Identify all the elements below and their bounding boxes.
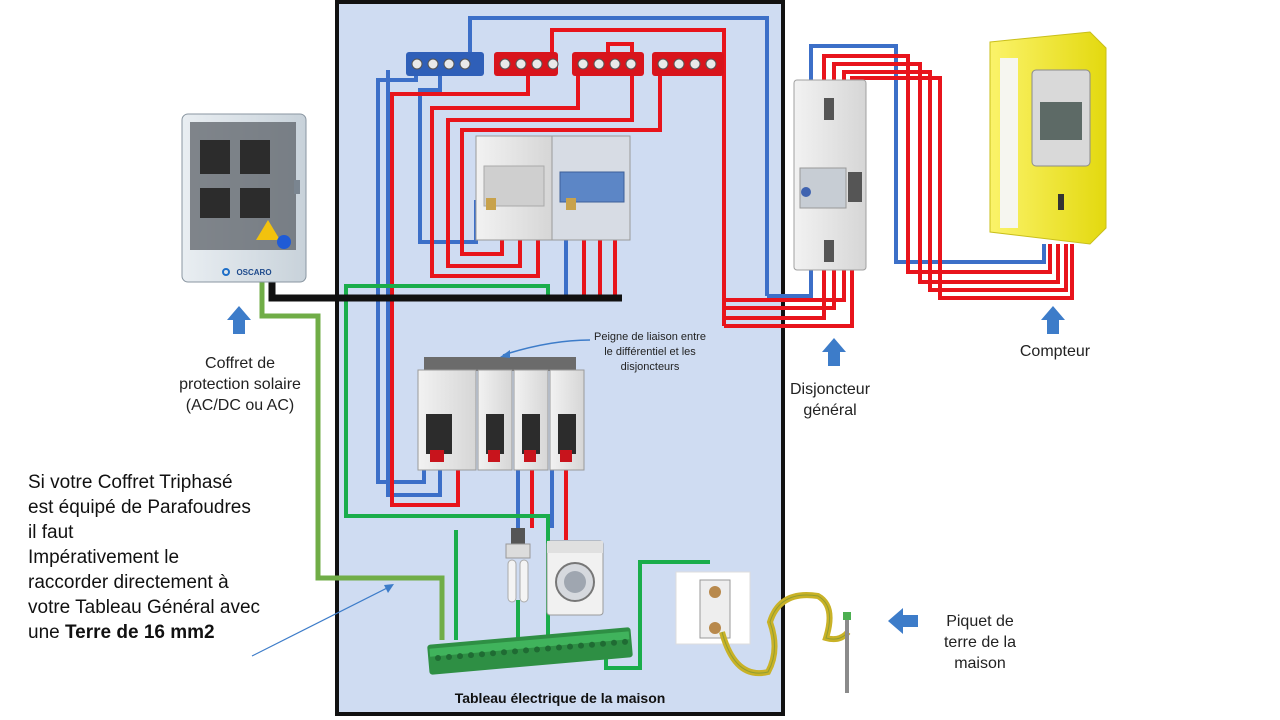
earth-bar-screw <box>479 651 485 658</box>
earth-bar-screw <box>457 653 463 660</box>
earth-terminal <box>675 571 751 645</box>
peigne-pointer <box>502 339 591 356</box>
peigne-label: Peigne de liaison entre le différentiel … <box>594 331 706 373</box>
terminal-screw <box>547 58 559 70</box>
earth-warning-note: Si votre Coffret Triphasé est équipé de … <box>28 472 261 644</box>
earth-bar-screw <box>611 639 617 646</box>
terminal-screw <box>531 58 543 70</box>
earth-bar-screw <box>490 650 496 657</box>
earth-bar-screw <box>435 655 441 661</box>
earth-bar-screw <box>512 648 518 655</box>
coffret-label: Coffret de protection solaire (AC/DC ou … <box>179 355 301 414</box>
earth-bar-screw <box>556 644 562 651</box>
earth-bar-screw <box>589 641 595 648</box>
black-bus-bar <box>268 282 622 302</box>
solar-box-icon: OSCARO <box>181 113 307 283</box>
terminal-screws <box>411 58 717 70</box>
earth-section-bold: Terre de 16 mm2 <box>64 622 215 644</box>
terminal-screw <box>593 58 605 70</box>
terminal-screw <box>625 58 637 70</box>
terminal-screw <box>515 58 527 70</box>
lower-breakers <box>417 357 585 471</box>
external-cables <box>724 44 1074 328</box>
terminal-screw <box>673 58 685 70</box>
arrow-left-icon <box>888 608 918 634</box>
terminal-screw <box>459 58 471 70</box>
earth-bar-screw <box>446 654 452 661</box>
arrow-up-icon <box>1041 306 1065 334</box>
arrow-up-icon <box>227 306 251 334</box>
earth-bar-screw <box>545 645 551 652</box>
panel-title: Tableau électrique de la maison <box>454 690 666 706</box>
terminal-screw <box>609 58 621 70</box>
terminal-screw <box>577 58 589 70</box>
earth-bar-screw <box>501 649 507 656</box>
meter-icon <box>989 31 1107 245</box>
earth-bar-screw <box>600 640 606 647</box>
note-pointer <box>251 585 392 657</box>
terminal-screw <box>657 58 669 70</box>
earth-bar-screw <box>578 642 584 649</box>
terminal-screw <box>427 58 439 70</box>
arrow-up-icon <box>822 338 846 366</box>
terminal-screw <box>411 58 423 70</box>
earth-bar-screw <box>622 638 628 645</box>
piquet-label: Piquet de terre de la maison <box>943 613 1017 672</box>
upper-breakers <box>475 135 631 241</box>
terminal-screw <box>499 58 511 70</box>
main-breaker-icon <box>793 79 867 271</box>
disjoncteur-label: Disjoncteur général <box>789 381 871 419</box>
earth-bar-screw <box>468 652 474 659</box>
earth-bar-screw <box>534 646 540 653</box>
bulb-icon <box>505 528 531 603</box>
terminal-screw <box>689 58 701 70</box>
terminal-screw <box>705 58 717 70</box>
terminal-screw <box>443 58 455 70</box>
earth-bar <box>427 627 633 675</box>
earth-rod-icon <box>845 615 849 693</box>
earth-bar-screw <box>523 647 529 654</box>
coffret-earth-cable <box>259 282 445 640</box>
compteur-label: Compteur <box>1019 343 1091 360</box>
coffret-brand: OSCARO <box>236 268 271 277</box>
earth-bar-screws <box>435 638 628 661</box>
washing-machine-icon <box>546 540 604 616</box>
earth-bar-screw <box>567 643 573 650</box>
